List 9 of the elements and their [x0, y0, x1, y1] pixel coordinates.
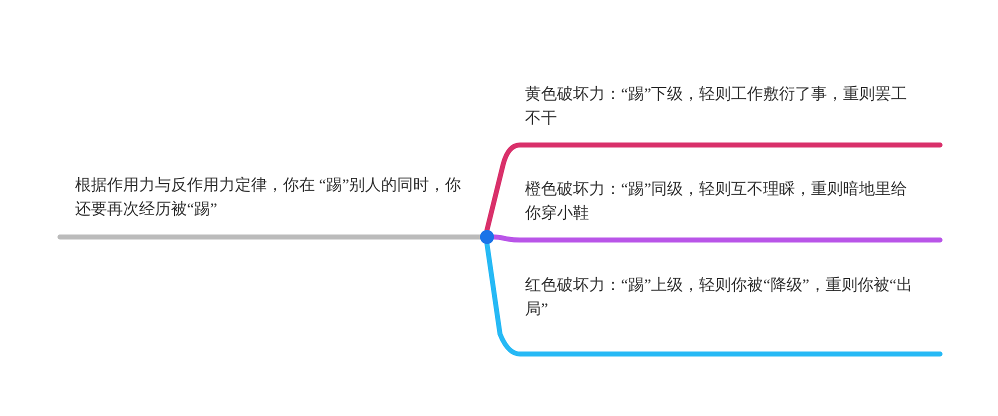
- branch-line: [58, 234, 482, 240]
- topic-text: 根据作用力与反作用力定律，你在 “踢”别人的同时，你还要再次经历被“踢”: [75, 176, 462, 220]
- branch-line: [484, 142, 942, 232]
- branch-line: [492, 234, 942, 242]
- branch-line: [484, 242, 942, 356]
- branch-text: 红色破坏力：“踢”上级，轻则你被“降级”，重则你被“出局”: [525, 276, 914, 320]
- branch-text: 黄色破坏力：“踢”下级，轻则工作敷衍了事，重则罢工不干: [525, 84, 908, 129]
- branch-text: 橙色破坏力：“踢”同级，轻则互不理睬，重则暗地里给你穿小鞋: [525, 180, 908, 224]
- junction-dot: [480, 230, 494, 244]
